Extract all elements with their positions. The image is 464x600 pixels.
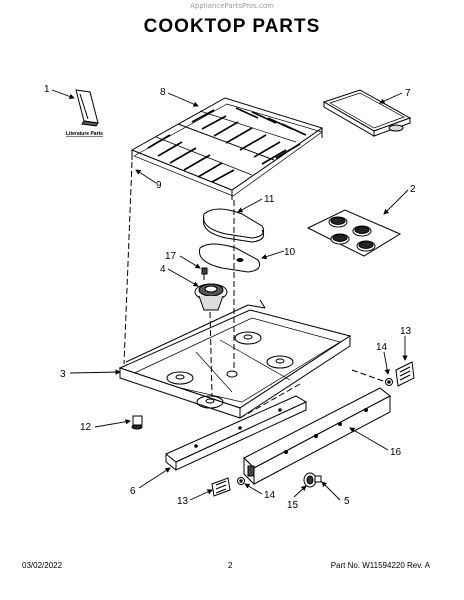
leader-17 bbox=[179, 255, 201, 269]
oval-plate bbox=[198, 243, 261, 273]
callout-1: 1 bbox=[44, 84, 50, 95]
callout-2: 2 bbox=[410, 184, 416, 195]
callout-5: 5 bbox=[344, 496, 350, 507]
leader-16 bbox=[349, 427, 389, 451]
callout-13-right: 13 bbox=[400, 326, 412, 337]
burner-base bbox=[194, 283, 228, 311]
leader-15 bbox=[293, 485, 307, 498]
callout-8: 8 bbox=[160, 87, 166, 98]
leader-1 bbox=[51, 89, 75, 99]
callout-12: 12 bbox=[80, 422, 92, 433]
leader-2 bbox=[383, 189, 409, 215]
callout-13-left: 13 bbox=[177, 496, 189, 507]
cooktop-tray bbox=[118, 299, 352, 419]
callout-7: 7 bbox=[405, 88, 411, 99]
leader-10 bbox=[261, 250, 285, 260]
leader-3 bbox=[69, 369, 121, 375]
manifold-panel bbox=[243, 387, 391, 486]
leader-9 bbox=[135, 169, 157, 184]
watermark-text: AppliancePartsPros.com bbox=[190, 2, 274, 10]
callout-3: 3 bbox=[60, 369, 66, 380]
literature-book bbox=[75, 89, 99, 127]
screw bbox=[201, 267, 208, 280]
callout-4: 4 bbox=[160, 264, 166, 275]
callout-10: 10 bbox=[284, 247, 296, 258]
valve-knob bbox=[303, 472, 322, 488]
footer-part-number: Part No. W11594220 Rev. A bbox=[330, 561, 430, 570]
nut-left bbox=[237, 477, 245, 485]
burner-caps-set bbox=[306, 209, 402, 257]
griddle bbox=[322, 89, 412, 137]
literature-parts-label: Literature Parts bbox=[66, 131, 103, 137]
callout-14-left: 14 bbox=[264, 490, 276, 501]
leveling-foot bbox=[131, 415, 143, 430]
callout-16: 16 bbox=[390, 447, 402, 458]
leader-7 bbox=[379, 92, 403, 104]
callout-17: 17 bbox=[165, 251, 177, 262]
callout-6: 6 bbox=[130, 486, 136, 497]
leader-6 bbox=[138, 467, 171, 489]
clip-bracket-right bbox=[395, 361, 415, 387]
leader-13b bbox=[189, 489, 213, 501]
leader-4 bbox=[167, 268, 199, 287]
leader-5 bbox=[321, 481, 341, 501]
leader-8 bbox=[167, 92, 199, 107]
leader-12 bbox=[94, 419, 131, 428]
clip-bracket-left bbox=[211, 477, 231, 497]
callout-9: 9 bbox=[156, 180, 162, 191]
alignment-lines bbox=[123, 161, 387, 419]
page-title: COOKTOP PARTS bbox=[143, 16, 321, 37]
callout-14-right: 14 bbox=[376, 342, 388, 353]
leader-14b bbox=[244, 483, 263, 495]
callout-11: 11 bbox=[264, 194, 275, 205]
front-bracket bbox=[165, 395, 308, 471]
footer-date: 03/02/2022 bbox=[22, 561, 63, 570]
leader-14a bbox=[383, 351, 390, 375]
main-grates bbox=[130, 97, 324, 200]
leader-11 bbox=[237, 198, 263, 213]
nut-right bbox=[385, 378, 393, 386]
callout-15: 15 bbox=[287, 500, 299, 511]
footer-page-number: 2 bbox=[228, 561, 233, 570]
